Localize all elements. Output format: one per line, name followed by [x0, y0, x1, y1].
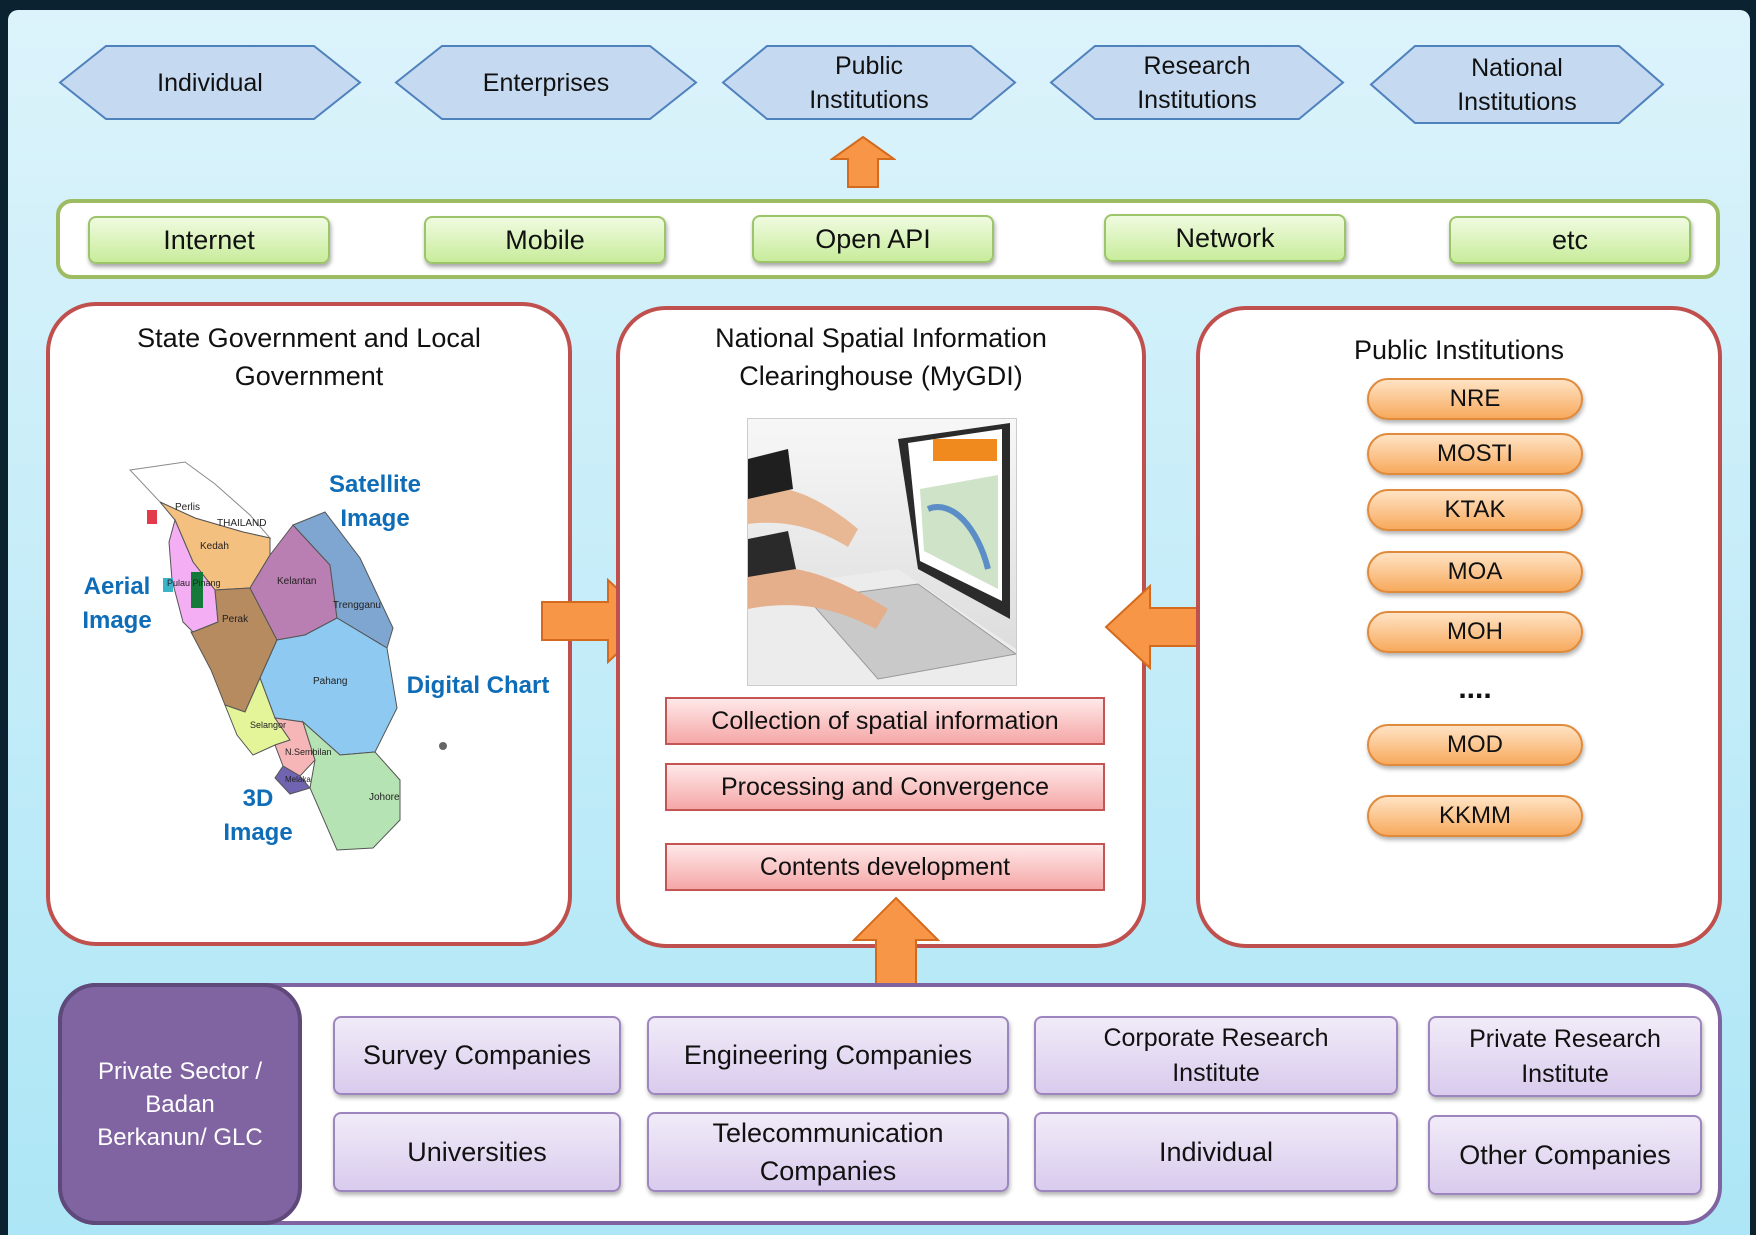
clearinghouse-title: National Spatial Information Clearinghou… [715, 323, 1047, 391]
company-survey: Survey Companies [333, 1016, 621, 1095]
user-enterprises: Enterprises [394, 44, 698, 121]
institution-moa: MOA [1367, 551, 1583, 593]
state-government-title: State Government and Local Government [137, 323, 481, 391]
channel-internet: Internet [88, 216, 330, 264]
step-collection: Collection of spatial information [665, 697, 1105, 745]
map-region-kelantan: Kelantan [277, 576, 316, 587]
state-government-box [46, 302, 572, 946]
institution-mod: MOD [1367, 724, 1583, 766]
label-aerial-image: Aerial Image [82, 573, 152, 634]
institution-mosti: MOSTI [1367, 433, 1583, 475]
institution-kkmm: KKMM [1367, 795, 1583, 837]
step-processing: Processing and Convergence [665, 763, 1105, 811]
user-individual-label: Individual [157, 68, 263, 97]
company-engineering: Engineering Companies [647, 1016, 1009, 1095]
map-region-selangor: Selangor [250, 720, 286, 730]
map-region-n-sembilan: N.Sembilan [285, 747, 332, 757]
private-sector-label: Private Sector / Badan Berkanun/ GLC [58, 983, 302, 1225]
user-enterprises-label: Enterprises [482, 68, 610, 97]
institution-ellipsis: .... [1458, 672, 1492, 705]
map-region-perak: Perak [222, 614, 249, 625]
company-universities: Universities [333, 1112, 621, 1192]
user-public-institutions: Public Institutions [721, 44, 1017, 121]
channel-network: Network [1104, 214, 1346, 262]
public-institutions-title: Public Institutions [1353, 335, 1565, 365]
label-3d-image: 3D Image [223, 785, 293, 846]
map-region-johore: Johore [369, 792, 400, 803]
user-national-institutions: National Institutions [1369, 44, 1665, 125]
user-individual: Individual [58, 44, 362, 121]
map-region-kedah: Kedah [200, 541, 229, 552]
step-contents: Contents development [665, 843, 1105, 891]
institution-ktak: KTAK [1367, 489, 1583, 531]
label-digital-chart: Digital Chart [406, 672, 550, 699]
label-satellite-image: Satellite Image [328, 471, 422, 532]
company-other: Other Companies [1428, 1115, 1702, 1195]
institution-nre: NRE [1367, 378, 1583, 420]
map-region-perlis: Perlis [175, 502, 200, 513]
company-private-research: Private Research Institute [1428, 1016, 1702, 1097]
institution-moh: MOH [1367, 611, 1583, 653]
channel-etc: etc [1449, 216, 1691, 264]
malaysia-map: Perlis THAILAND Kedah Pulau Pinang Kelan… [128, 461, 447, 851]
map-region-pulau-pinang: Pulau Pinang [167, 578, 221, 588]
user-research-institutions-label: Research Institutions [1137, 51, 1257, 114]
map-region-melaka: Melaka [285, 775, 311, 784]
channel-mobile: Mobile [424, 216, 666, 264]
arrow-up-top [830, 135, 896, 188]
computer-illustration [747, 418, 1017, 686]
user-national-institutions-label: National Institutions [1457, 53, 1577, 116]
company-corporate-research: Corporate Research Institute [1034, 1016, 1398, 1095]
user-public-institutions-label: Public Institutions [809, 51, 929, 114]
company-individual: Individual [1034, 1112, 1398, 1192]
map-region-pahang: Pahang [313, 676, 347, 687]
map-region-trengganu: Trengganu [333, 600, 381, 611]
map-region-thailand: THAILAND [217, 518, 266, 529]
company-telecommunication: Telecommunication Companies [647, 1112, 1009, 1192]
channel-open-api: Open API [752, 215, 994, 263]
user-research-institutions: Research Institutions [1049, 44, 1345, 121]
